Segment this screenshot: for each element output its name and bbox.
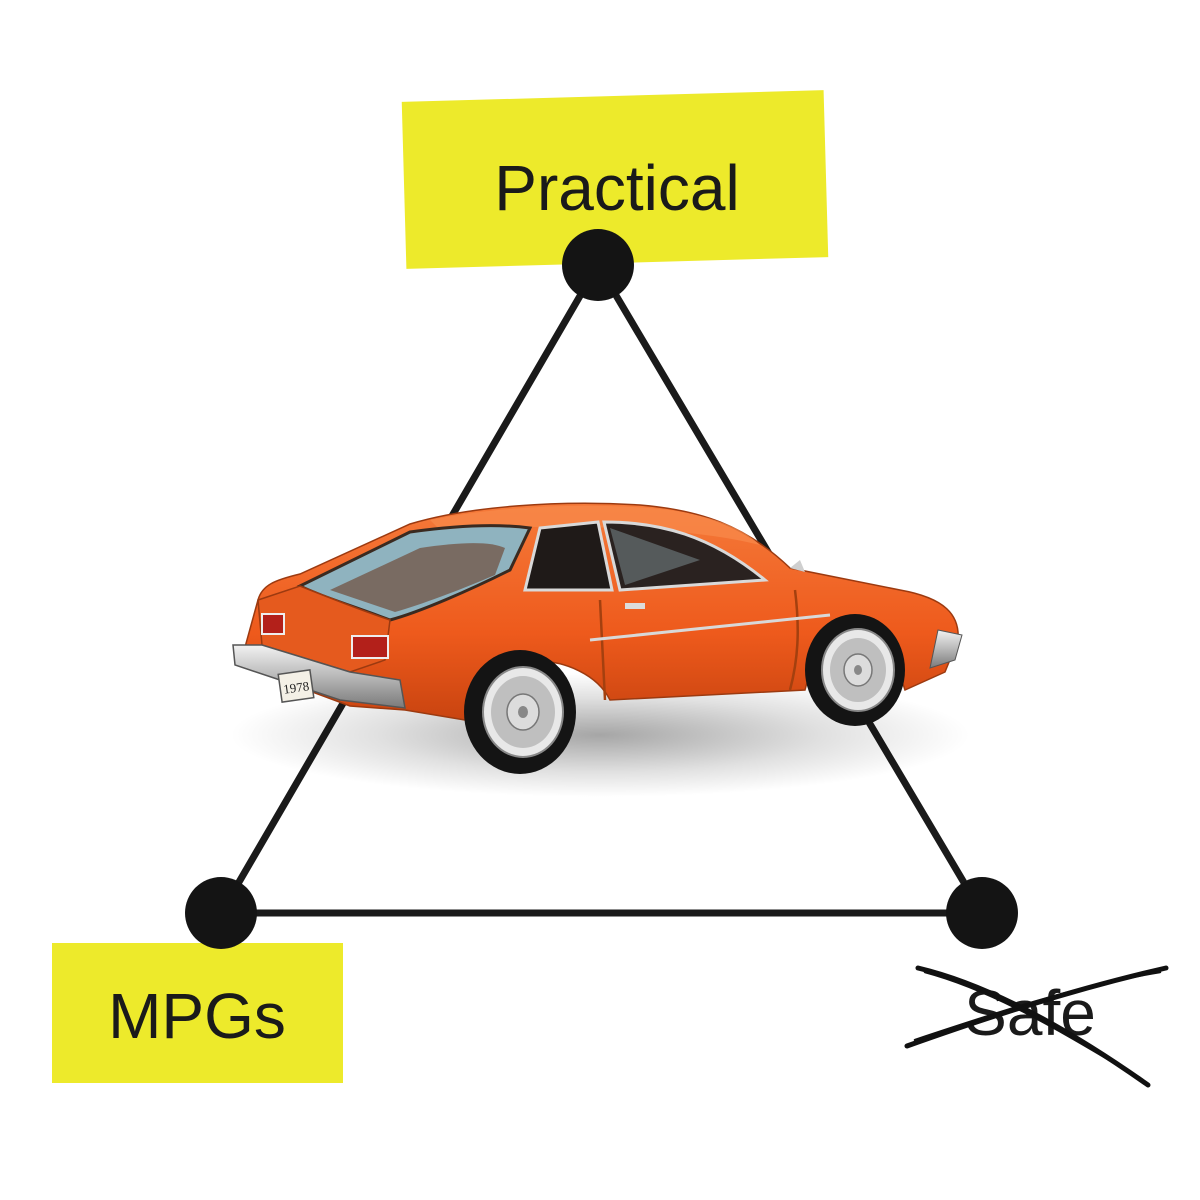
car-side-mirror <box>790 560 805 572</box>
car-image: 1978 <box>230 502 970 797</box>
label-mpgs: MPGs <box>52 943 343 1083</box>
label-practical-text: Practical <box>494 152 739 224</box>
label-practical: Practical <box>401 90 829 269</box>
car-wheel-rear <box>464 650 576 774</box>
car-tail-light-left <box>261 613 285 635</box>
car-door-line <box>598 589 799 701</box>
car-plate-text: 1978 <box>282 678 310 696</box>
car-side-window <box>523 520 614 592</box>
car-front-bumper <box>929 629 963 669</box>
label-mpgs-text: MPGs <box>108 980 286 1052</box>
car-front-window <box>602 520 769 592</box>
vertex-top <box>562 229 634 301</box>
car-wheel-front <box>805 614 905 726</box>
car-door-handle <box>625 603 645 609</box>
car-interior <box>330 543 505 612</box>
vertex-bottom-right <box>946 877 1018 949</box>
vertex-bottom-left <box>185 877 257 949</box>
cross-out-mark <box>904 965 1169 1088</box>
label-safe: Safe <box>904 965 1169 1088</box>
car-license-plate: 1978 <box>277 669 315 703</box>
car-tail-light-right <box>351 635 389 659</box>
car-rear-bumper <box>232 644 406 709</box>
triangle-vertices <box>185 229 1018 949</box>
highlight-practical <box>401 90 829 269</box>
highlight-mpgs <box>52 943 343 1083</box>
car-side-trim <box>589 613 831 642</box>
